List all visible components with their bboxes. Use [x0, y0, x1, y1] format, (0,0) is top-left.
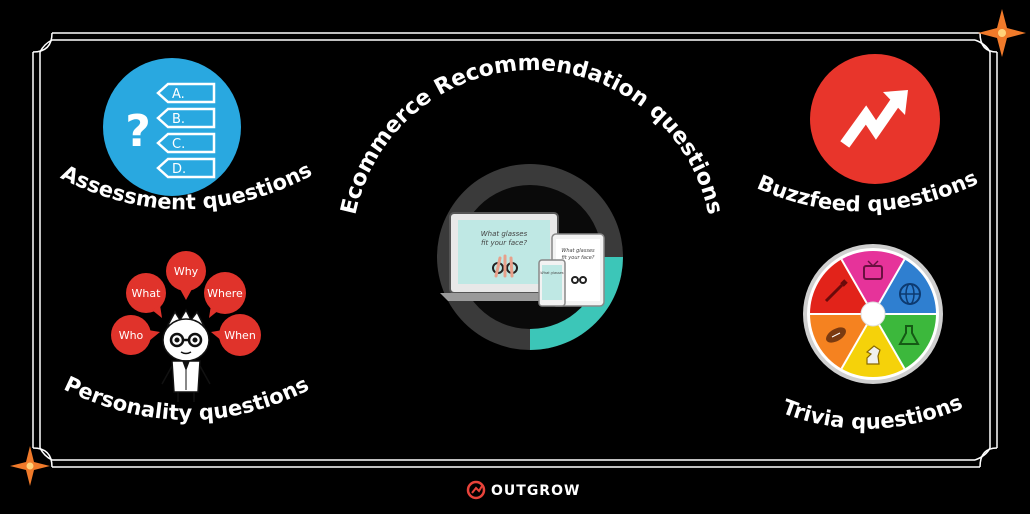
screen-headline: What glasses	[540, 271, 563, 275]
globe-icon	[899, 283, 921, 305]
brand-name: OUTGROW	[491, 483, 580, 499]
bubble-where: Where	[207, 287, 243, 300]
personality-icon: Why What Where Who When	[111, 251, 261, 402]
person-character-icon	[161, 308, 211, 402]
bubble-who: Who	[119, 329, 144, 342]
option-label: C.	[172, 137, 185, 152]
screen-headline: What glasses	[481, 230, 528, 238]
question-mark-icon: ?	[125, 106, 151, 157]
bubble-what: What	[132, 287, 162, 300]
trending-arrow-icon	[840, 90, 908, 148]
option-label: A.	[172, 87, 185, 102]
option-tag	[156, 132, 216, 154]
screen-headline: fit your face?	[562, 255, 595, 261]
outgrow-logo-icon	[466, 480, 486, 500]
option-label: D.	[172, 162, 186, 177]
sparkle-icon	[978, 9, 1026, 57]
option-tag	[156, 157, 216, 179]
ecommerce-icon: What glasses fit your face? What glasses…	[437, 164, 623, 350]
option-tag	[156, 107, 216, 129]
buzzfeed-icon	[810, 54, 940, 184]
option-tag	[156, 82, 216, 104]
knight-icon	[865, 345, 881, 365]
speech-bubble: When	[211, 314, 261, 356]
flask-icon	[898, 325, 920, 345]
decorative-frame	[32, 32, 998, 468]
bubble-why: Why	[174, 265, 199, 278]
bubble-when: When	[224, 329, 256, 342]
screen-headline: fit your face?	[481, 239, 527, 247]
screen-headline: What glasses	[561, 248, 595, 254]
sparkle-icon	[10, 446, 50, 486]
speech-bubble: Why	[166, 251, 206, 300]
assessment-icon: ? A. B. C. D.	[103, 58, 241, 196]
football-icon	[826, 327, 846, 343]
option-label: B.	[172, 112, 185, 127]
speech-bubble: What	[126, 273, 166, 318]
tv-icon	[863, 260, 883, 280]
speech-bubble: Who	[111, 315, 160, 355]
speech-bubble: Where	[204, 272, 246, 318]
brush-icon	[824, 279, 848, 303]
trivia-wheel-icon	[803, 244, 943, 384]
outgrow-logo: OUTGROW	[466, 480, 580, 500]
